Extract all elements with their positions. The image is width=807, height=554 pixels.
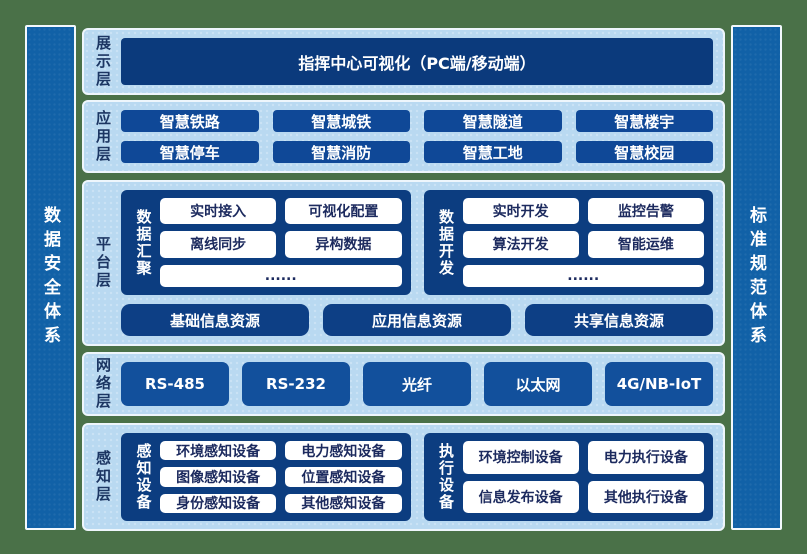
layer-label-col: 平台层 [84, 182, 121, 344]
pillar-data-security: 数据安全体系 [25, 25, 76, 530]
app-button-smart-firefighting: 智慧消防 [272, 141, 410, 163]
group-title-col: 执行设备 [433, 441, 459, 513]
item-realtime-development: 实时开发 [462, 198, 579, 225]
group-data-aggregation: 数据汇聚 实时接入 可视化配置 离线同步 异构数据 ...... [121, 190, 411, 295]
item-power-execution: 电力执行设备 [587, 441, 704, 474]
item-more-ellipsis: ...... [160, 264, 402, 287]
layer-panel-network: 网络层 RS-485 RS-232 光纤 以太网 4G/NB-IoT [82, 352, 725, 416]
application-button-grid: 智慧铁路 智慧城铁 智慧隧道 智慧楼宇 智慧停车 智慧消防 智慧工地 智慧校园 [121, 110, 713, 163]
resource-basic-info: 基础信息资源 [121, 304, 309, 336]
group-items: 环境控制设备 电力执行设备 信息发布设备 其他执行设备 [462, 441, 704, 513]
app-button-smart-railway: 智慧铁路 [121, 110, 259, 132]
layer-label-platform: 平台层 [94, 236, 112, 290]
item-environment-sensing: 环境感知设备 [160, 441, 277, 461]
item-image-sensing: 图像感知设备 [160, 467, 277, 487]
network-rs232: RS-232 [242, 362, 350, 406]
item-information-publishing: 信息发布设备 [462, 480, 579, 513]
item-visual-config: 可视化配置 [285, 198, 402, 225]
group-title-sensing-devices: 感知设备 [134, 443, 153, 511]
layer-label-display: 展示层 [94, 34, 112, 89]
layer-label-network: 网络层 [94, 357, 112, 411]
group-execution-devices: 执行设备 环境控制设备 电力执行设备 信息发布设备 其他执行设备 [423, 433, 713, 521]
layer-label-perception: 感知层 [94, 450, 112, 504]
layer-panel-platform: 平台层 数据汇聚 实时接入 可视化配置 离线同步 异构数据 ...... [82, 180, 725, 346]
group-items: 环境感知设备 电力感知设备 图像感知设备 位置感知设备 身份感知设备 其他感知设… [160, 441, 402, 513]
group-title-col: 数据开发 [433, 198, 459, 287]
item-more-ellipsis: ...... [462, 264, 704, 287]
item-monitoring-alerts: 监控告警 [587, 198, 704, 225]
network-optical-fiber: 光纤 [363, 362, 471, 406]
resource-application-info: 应用信息资源 [323, 304, 511, 336]
group-title-execution-devices: 执行设备 [437, 443, 455, 511]
layer-label-col: 展示层 [84, 30, 121, 93]
layer-panel-perception: 感知层 感知设备 环境感知设备 电力感知设备 图像感知设备 位置感知设备 身份感… [82, 423, 725, 531]
group-title-col: 感知设备 [130, 441, 156, 513]
item-location-sensing: 位置感知设备 [285, 467, 402, 487]
item-identity-sensing: 身份感知设备 [160, 493, 277, 513]
group-data-development: 数据开发 实时开发 监控告警 算法开发 智能运维 ...... [423, 190, 713, 295]
item-environment-control: 环境控制设备 [462, 441, 579, 474]
item-heterogeneous-data: 异构数据 [285, 231, 402, 258]
app-button-smart-parking: 智慧停车 [121, 141, 259, 163]
group-title-data-aggregation: 数据汇聚 [134, 208, 153, 277]
resource-shared-info: 共享信息资源 [525, 304, 713, 336]
layer-label-col: 网络层 [84, 354, 121, 414]
app-button-smart-campus: 智慧校园 [575, 141, 713, 163]
group-sensing-devices: 感知设备 环境感知设备 电力感知设备 图像感知设备 位置感知设备 身份感知设备 … [121, 433, 411, 521]
pillar-standards-label: 标准规范体系 [746, 205, 766, 350]
network-button-row: RS-485 RS-232 光纤 以太网 4G/NB-IoT [121, 362, 713, 406]
layer-panel-display: 展示层 指挥中心可视化（PC端/移动端） [82, 28, 725, 95]
item-other-sensing: 其他感知设备 [285, 493, 402, 513]
layer-label-col: 感知层 [84, 425, 121, 529]
app-button-smart-tunnel: 智慧隧道 [424, 110, 562, 132]
information-resource-row: 基础信息资源 应用信息资源 共享信息资源 [121, 304, 713, 336]
network-4g-nbiot: 4G/NB-IoT [605, 362, 713, 406]
pillar-data-security-label: 数据安全体系 [40, 205, 60, 350]
command-center-box: 指挥中心可视化（PC端/移动端） [121, 38, 713, 85]
item-offline-sync: 离线同步 [160, 231, 277, 258]
pillar-standards: 标准规范体系 [731, 25, 782, 530]
group-title-col: 数据汇聚 [130, 198, 156, 287]
group-items: 实时开发 监控告警 算法开发 智能运维 ...... [462, 198, 704, 287]
app-button-smart-worksite: 智慧工地 [424, 141, 562, 163]
item-intelligent-ops: 智能运维 [587, 231, 704, 258]
app-button-smart-metro: 智慧城铁 [272, 110, 410, 132]
item-realtime-access: 实时接入 [160, 198, 277, 225]
item-algorithm-development: 算法开发 [462, 231, 579, 258]
layer-panel-application: 应用层 智慧铁路 智慧城铁 智慧隧道 智慧楼宇 智慧停车 智慧消防 智慧工地 智… [82, 100, 725, 173]
layer-label-application: 应用层 [94, 109, 112, 164]
network-rs485: RS-485 [121, 362, 229, 406]
item-other-execution: 其他执行设备 [587, 480, 704, 513]
group-title-data-development: 数据开发 [437, 208, 455, 277]
item-power-sensing: 电力感知设备 [285, 441, 402, 461]
app-button-smart-building: 智慧楼宇 [575, 110, 713, 132]
group-items: 实时接入 可视化配置 离线同步 异构数据 ...... [160, 198, 402, 287]
layer-label-col: 应用层 [84, 102, 121, 171]
network-ethernet: 以太网 [484, 362, 592, 406]
